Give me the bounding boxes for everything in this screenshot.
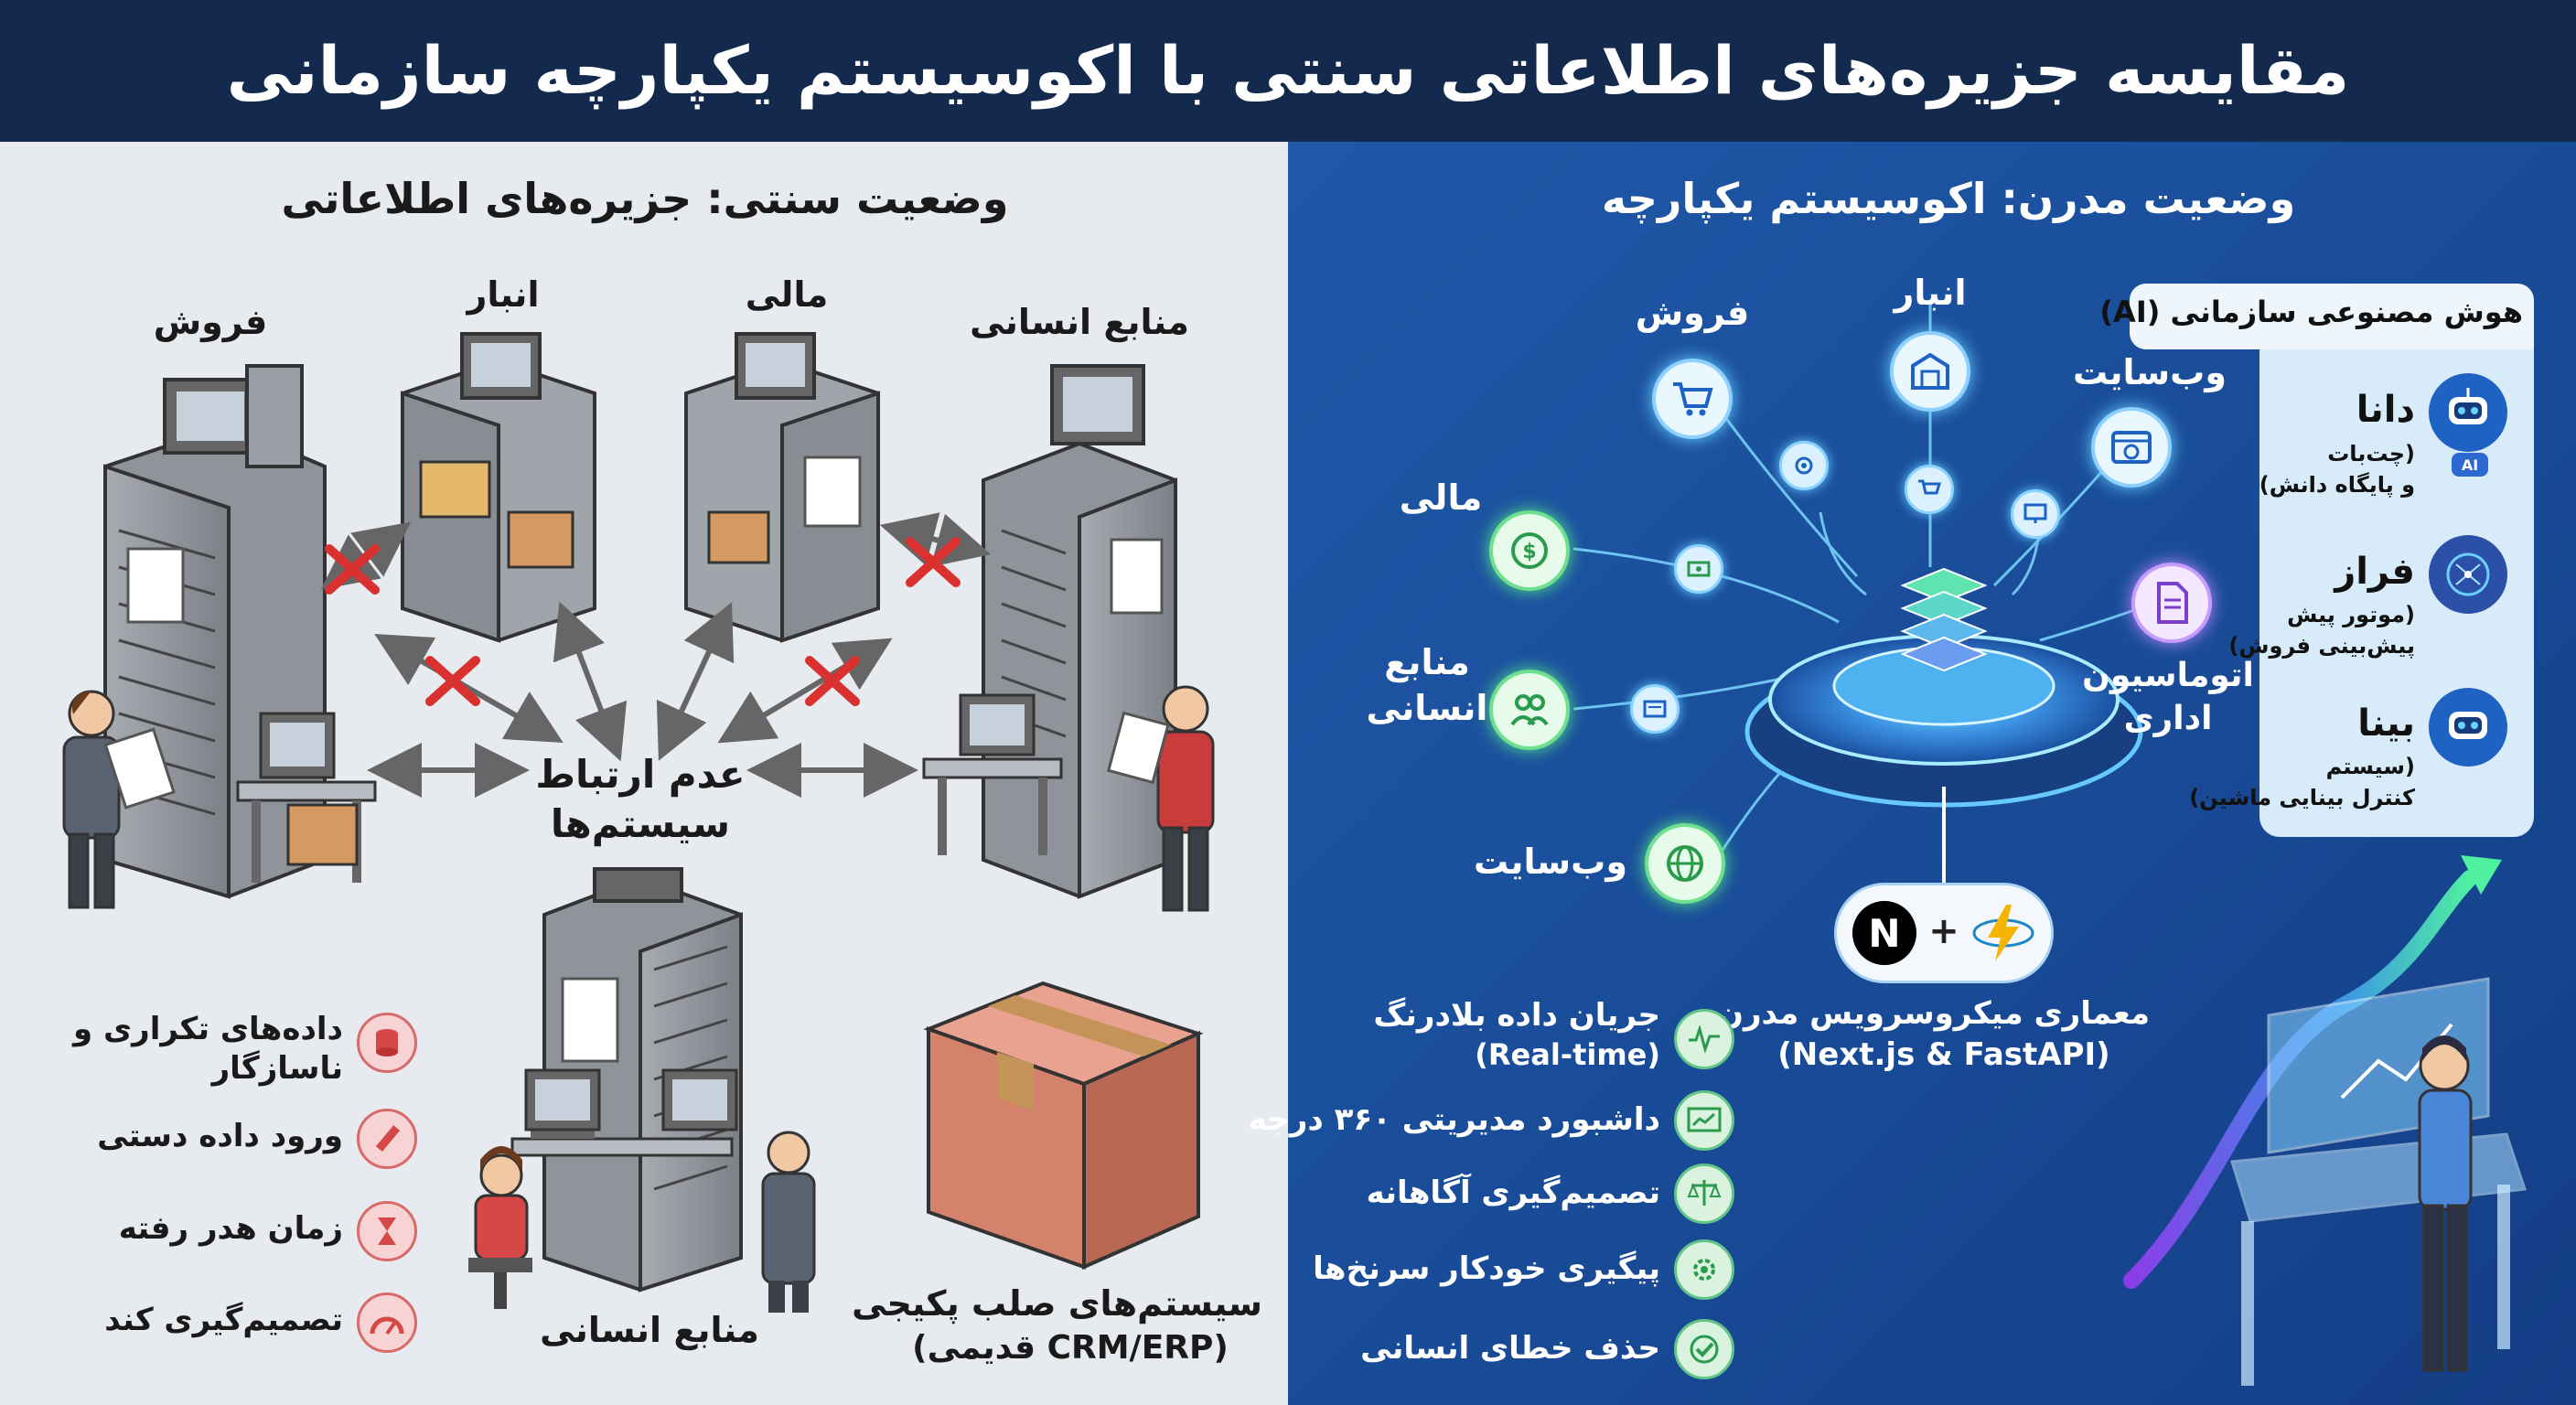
- problem-icon-database: [357, 1013, 417, 1073]
- node-label-website-bottom: وب‌سایت: [1474, 842, 1627, 882]
- finance-server-icon: [684, 332, 880, 643]
- benefit-2-line1: داشبورد مدیریتی ۳۶۰ درجه: [1248, 1101, 1660, 1138]
- small-cart-icon: [1905, 465, 1954, 514]
- database-icon: [357, 1013, 417, 1073]
- ai-panel-title: هوش مصنوعی سازمانی (AI): [2099, 295, 2523, 329]
- node-label-hr-1: منابع: [1384, 642, 1470, 682]
- problem-1-line1: داده‌های تکراری و: [72, 1011, 343, 1047]
- dashboard-icon: [1674, 1090, 1734, 1151]
- dollar-icon: $: [1489, 510, 1570, 591]
- label-sales: فروش: [153, 302, 268, 342]
- small-money-icon: [1674, 544, 1723, 594]
- connection-arrows: [320, 512, 992, 798]
- warehouse-server-icon: [401, 332, 596, 643]
- ai-item-2-name: فراز: [2334, 551, 2415, 593]
- label-monolith-2: (CRM/ERP قدیمی): [912, 1329, 1229, 1367]
- architecture-label-2: (Next.js & FastAPI): [1777, 1036, 2110, 1073]
- problem-icon-hourglass: [357, 1201, 417, 1261]
- label-hr-bottom: منابع انسانی: [540, 1310, 759, 1350]
- ai-item-2-desc1: (موتور پیش: [2287, 602, 2415, 627]
- label-hr-top: منابع انسانی: [970, 302, 1189, 342]
- ai-item-3-desc1: (سیستم: [2325, 754, 2415, 779]
- svg-text:$: $: [1522, 541, 1536, 563]
- node-label-finance: مالی: [1399, 477, 1483, 518]
- problem-1-line2: ناسازگار: [211, 1050, 343, 1087]
- ai-item-3-name: بینا: [2357, 702, 2415, 745]
- warehouse-icon: [1890, 331, 1970, 412]
- bottom-workers-figures: [468, 1068, 816, 1313]
- sales-worker-figure: [62, 690, 176, 909]
- sales-desk: [236, 712, 377, 883]
- small-gear-icon: [1779, 441, 1829, 490]
- gear-search-icon: [1674, 1239, 1734, 1300]
- benefit-4-line1: پیگیری خودکار سرنخ‌ها: [1313, 1250, 1660, 1287]
- robot-ai-icon: [2429, 373, 2507, 452]
- hr-desk: [922, 693, 1063, 855]
- speedometer-icon: [357, 1292, 417, 1353]
- page-title: مقایسه جزیره‌های اطلاعاتی سنتی با اکوسیس…: [226, 32, 2350, 109]
- left-heading: وضعیت سنتی: جزیره‌های اطلاعاتی: [281, 174, 1009, 223]
- ai-panel-header: [2130, 284, 2534, 349]
- hr-server-icon: [982, 364, 1177, 899]
- people-icon: [1489, 670, 1570, 750]
- problem-icon-speedometer: [357, 1292, 417, 1353]
- node-label-website-top: وب‌سایت: [2073, 352, 2227, 392]
- problem-3-line1: زمان هدر رفته: [118, 1210, 343, 1247]
- title-bar: [0, 0, 2576, 142]
- robot-vision-icon: [2429, 688, 2507, 767]
- ai-item-1-desc1: (چت‌بات: [2327, 441, 2415, 467]
- ai-item-1-desc2: و پایگاه دانش): [2259, 472, 2415, 498]
- label-monolith-1: سیستم‌های صلب پکیجی: [852, 1283, 1262, 1324]
- problem-icon-pen: [357, 1109, 417, 1169]
- node-label-hr-2: انسانی: [1366, 688, 1488, 728]
- small-id-card-icon: [1630, 684, 1680, 734]
- ai-badge-text: AI: [2461, 456, 2479, 474]
- nextjs-letter: N: [1868, 910, 1901, 956]
- ai-item-3-desc2: کنترل بینایی ماشین): [2189, 785, 2415, 810]
- fastapi-bolt-icon: [1971, 901, 2035, 965]
- ai-item-1-name: دانا: [2356, 389, 2415, 431]
- tech-plus: +: [1928, 910, 1959, 952]
- problem-2-line1: ورود داده دستی: [97, 1118, 343, 1154]
- hourglass-icon: [357, 1201, 417, 1261]
- pen-icon: [357, 1109, 417, 1169]
- small-monitor-icon: [2011, 489, 2060, 539]
- label-warehouse: انبار: [467, 274, 540, 315]
- node-label-automation-1: اتوماسیون: [2082, 657, 2254, 694]
- right-heading: وضعیت مدرن: اکوسیستم یکپارچه: [1601, 174, 2296, 223]
- legacy-package-box-icon: [923, 981, 1204, 1271]
- node-label-sales: فروش: [1635, 293, 1750, 333]
- left-illustration: [62, 332, 1215, 1313]
- neural-brain-icon: [2429, 535, 2507, 614]
- scales-icon: [1674, 1164, 1734, 1224]
- problem-4-line1: تصمیم‌گیری کند: [104, 1302, 343, 1338]
- pulse-icon: [1674, 1009, 1734, 1069]
- document-icon: [2131, 563, 2212, 643]
- label-no-connection-2: سیستم‌ها: [550, 801, 731, 846]
- ai-item-2-desc2: پیش‌بینی فروش): [2228, 633, 2415, 659]
- globe-icon: [1645, 823, 1725, 904]
- label-no-connection-1: عدم ارتباط: [535, 752, 746, 797]
- disconnect-cross-icons: [325, 537, 961, 706]
- benefit-1-line1: جریان داده بلادرنگ: [1373, 997, 1660, 1034]
- check-icon: [1674, 1319, 1734, 1379]
- label-finance: مالی: [745, 274, 829, 315]
- hr-worker-figure: [1106, 685, 1215, 912]
- benefit-3-line1: تصمیم‌گیری آگاهانه: [1366, 1174, 1660, 1211]
- browser-icon: [2091, 407, 2172, 488]
- nextjs-logo-icon: N: [1852, 901, 1916, 965]
- benefit-1-line2: (Real-time): [1475, 1037, 1660, 1072]
- cart-icon: [1652, 359, 1733, 439]
- ai-badge: AI: [2452, 453, 2488, 477]
- architecture-label-1: معماری میکروسرویس مدرن: [1716, 995, 2150, 1032]
- benefit-5-line1: حذف خطای انسانی: [1360, 1330, 1660, 1367]
- node-label-automation-2: اداری: [2123, 700, 2213, 737]
- node-label-warehouse: انبار: [1894, 273, 1967, 313]
